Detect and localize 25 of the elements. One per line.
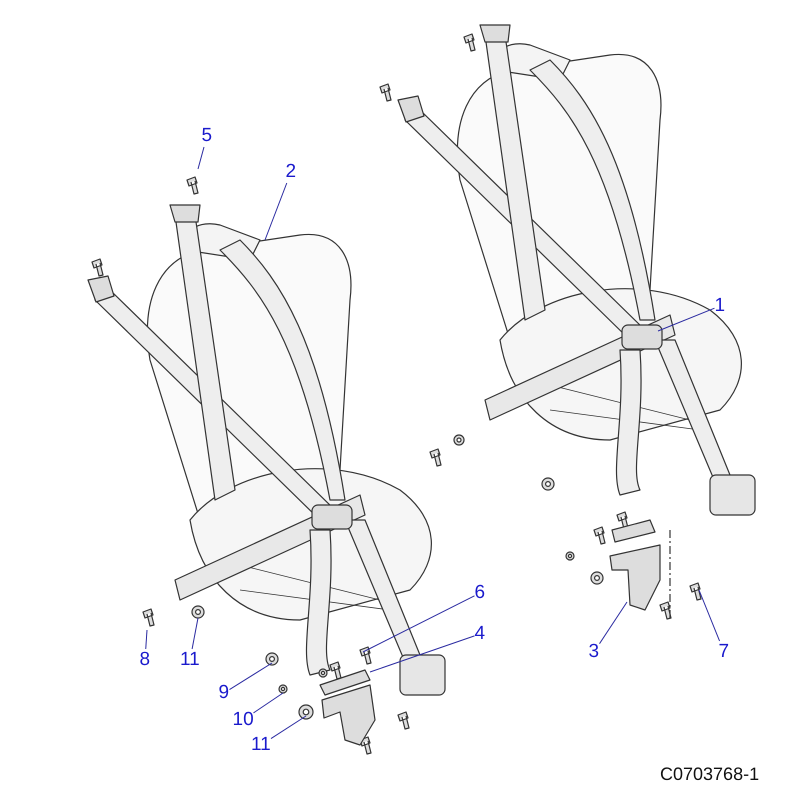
leader-line bbox=[658, 308, 715, 332]
callout-number: 4 bbox=[474, 623, 486, 645]
callout-number: 7 bbox=[718, 641, 730, 663]
leader-line bbox=[198, 146, 204, 170]
callout-number: 8 bbox=[140, 649, 150, 671]
callout-number: 1 bbox=[714, 295, 726, 317]
callout-number: 10 bbox=[232, 709, 254, 731]
drawing-number: C0703768-1 bbox=[660, 764, 760, 785]
callout-number: 11 bbox=[251, 734, 271, 756]
callout-number: 9 bbox=[218, 682, 230, 704]
callout-number: 5 bbox=[202, 125, 212, 147]
leader-line bbox=[192, 618, 198, 650]
callout-number: 6 bbox=[474, 582, 486, 604]
leader-line bbox=[370, 635, 475, 672]
leader-line bbox=[270, 716, 306, 740]
callout-number: 3 bbox=[588, 641, 600, 663]
callout-number: 2 bbox=[286, 161, 296, 183]
leader-line bbox=[698, 590, 720, 642]
callout-number: 11 bbox=[180, 649, 200, 671]
leader-line bbox=[253, 692, 284, 714]
leader-line bbox=[362, 595, 475, 652]
leader-line bbox=[145, 630, 148, 650]
leader-line bbox=[229, 662, 272, 690]
leader-line bbox=[599, 602, 628, 644]
leader-line bbox=[264, 182, 288, 240]
